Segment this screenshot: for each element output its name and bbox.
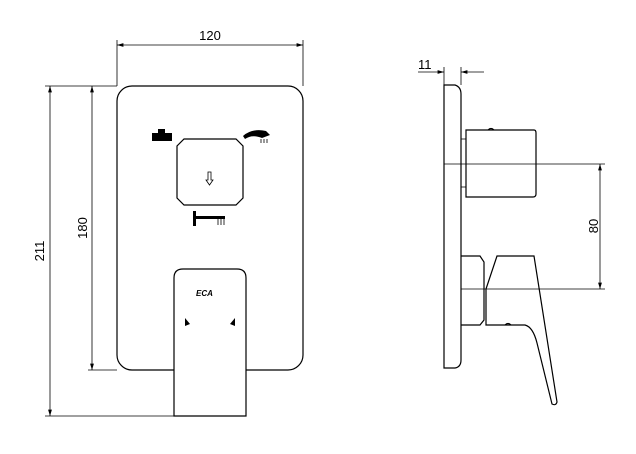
diverter-arrow-icon [205, 171, 214, 186]
hand-shower-icon [243, 130, 270, 143]
plate-depth-dimension-label: 11 [418, 57, 432, 72]
width-dimension-label: 120 [199, 28, 221, 43]
axis-distance-dimension-label: 80 [586, 219, 601, 233]
temperature-mark-right [230, 318, 235, 326]
side-lever [485, 255, 558, 406]
side-view: 80 11 [418, 57, 605, 406]
eca-logo: ECA [196, 289, 213, 298]
mixer-handle [173, 268, 247, 417]
bath-spout-icon [152, 129, 172, 141]
front-view: ECA 120 211 180 [32, 28, 304, 417]
side-cartridge-hub [461, 255, 485, 326]
plate-height-dimension-label: 180 [75, 217, 90, 239]
diverter-knob [176, 138, 244, 206]
side-diverter-knob [465, 129, 537, 198]
temperature-mark-left [185, 318, 190, 326]
total-height-dimension-label: 211 [32, 241, 47, 262]
overhead-shower-icon [193, 211, 225, 226]
side-cover-plate [443, 84, 462, 369]
